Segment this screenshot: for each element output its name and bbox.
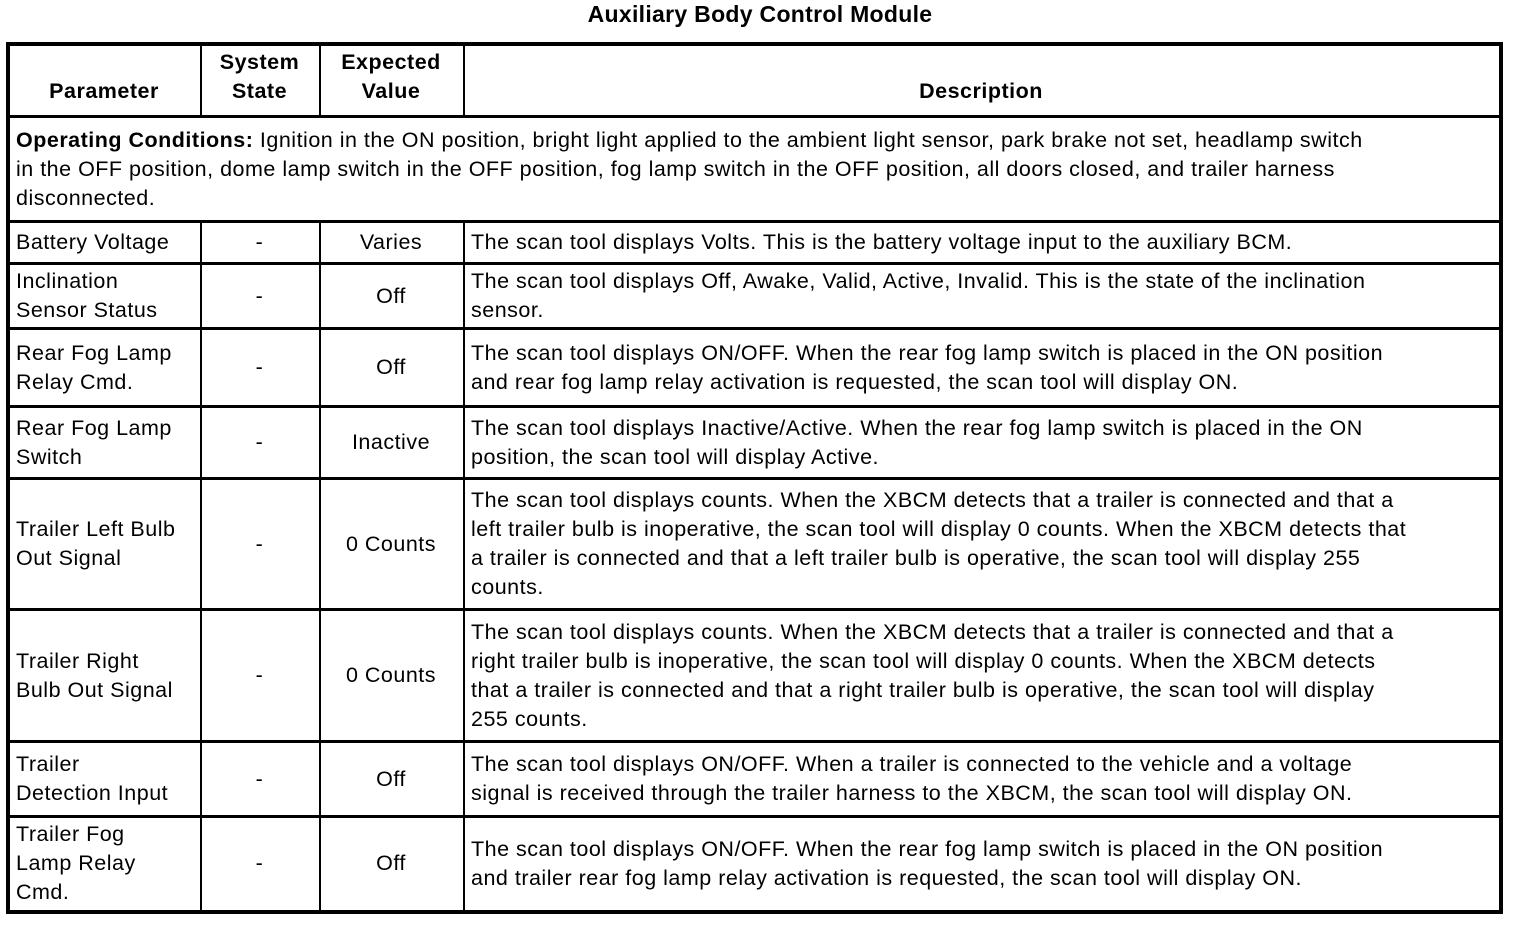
expected-value-cell: 0 Counts — [319, 477, 465, 611]
table-row: Trailer Fog Lamp Relay Cmd. - Off The sc… — [7, 815, 1502, 913]
system-state-cell: - — [200, 740, 321, 818]
description-cell: The scan tool displays ON/OFF. When the … — [463, 815, 1502, 913]
col-header-expected-value: Expected Value — [319, 42, 465, 118]
expected-value-cell: 0 Counts — [319, 608, 465, 743]
page-title: Auxiliary Body Control Module — [587, 1, 933, 27]
table-row: Trailer Detection Input - Off The scan t… — [7, 740, 1502, 818]
table-row: Rear Fog Lamp Relay Cmd. - Off The scan … — [7, 327, 1502, 408]
system-state-cell: - — [200, 327, 321, 408]
parameter-spec-table: Parameter System State Expected Value De… — [6, 42, 1503, 914]
parameter-cell: Trailer Fog Lamp Relay Cmd. — [7, 815, 202, 913]
parameter-cell: Trailer Right Bulb Out Signal — [7, 608, 202, 743]
description-cell: The scan tool displays ON/OFF. When the … — [463, 327, 1502, 408]
system-state-cell: - — [200, 262, 321, 330]
table-row: Inclination Sensor Status - Off The scan… — [7, 262, 1502, 330]
col-header-description: Description — [463, 42, 1502, 118]
col-header-parameter: Parameter — [7, 42, 202, 118]
expected-value-cell: Off — [319, 815, 465, 913]
description-cell: The scan tool displays counts. When the … — [463, 608, 1502, 743]
parameter-cell: Trailer Detection Input — [7, 740, 202, 818]
description-cell: The scan tool displays ON/OFF. When a tr… — [463, 740, 1502, 818]
description-cell: The scan tool displays Volts. This is th… — [463, 220, 1502, 265]
description-cell: The scan tool displays Off, Awake, Valid… — [463, 262, 1502, 330]
col-header-system-state: System State — [200, 42, 321, 118]
expected-value-cell: Off — [319, 262, 465, 330]
parameter-cell: Rear Fog Lamp Relay Cmd. — [7, 327, 202, 408]
table-row: Trailer Right Bulb Out Signal - 0 Counts… — [7, 608, 1502, 743]
parameter-cell: Inclination Sensor Status — [7, 262, 202, 330]
operating-conditions-row: Operating Conditions: Ignition in the ON… — [7, 115, 1502, 223]
description-cell: The scan tool displays Inactive/Active. … — [463, 405, 1502, 480]
operating-conditions-text: Ignition in the ON position, bright ligh… — [16, 127, 1363, 210]
table-row: Rear Fog Lamp Switch - Inactive The scan… — [7, 405, 1502, 480]
system-state-cell: - — [200, 477, 321, 611]
expected-value-cell: Inactive — [319, 405, 465, 480]
system-state-cell: - — [200, 220, 321, 265]
description-cell: The scan tool displays counts. When the … — [463, 477, 1502, 611]
system-state-cell: - — [200, 405, 321, 480]
expected-value-cell: Off — [319, 327, 465, 408]
expected-value-cell: Varies — [319, 220, 465, 265]
system-state-cell: - — [200, 608, 321, 743]
parameter-cell: Rear Fog Lamp Switch — [7, 405, 202, 480]
system-state-cell: - — [200, 815, 321, 913]
operating-conditions-cell: Operating Conditions: Ignition in the ON… — [7, 115, 1502, 223]
table-row: Battery Voltage - Varies The scan tool d… — [7, 220, 1502, 265]
parameter-cell: Trailer Left Bulb Out Signal — [7, 477, 202, 611]
operating-conditions-label: Operating Conditions: — [16, 127, 254, 152]
table-header-row: Parameter System State Expected Value De… — [7, 42, 1502, 118]
parameter-cell: Battery Voltage — [7, 220, 202, 265]
table-row: Trailer Left Bulb Out Signal - 0 Counts … — [7, 477, 1502, 611]
expected-value-cell: Off — [319, 740, 465, 818]
